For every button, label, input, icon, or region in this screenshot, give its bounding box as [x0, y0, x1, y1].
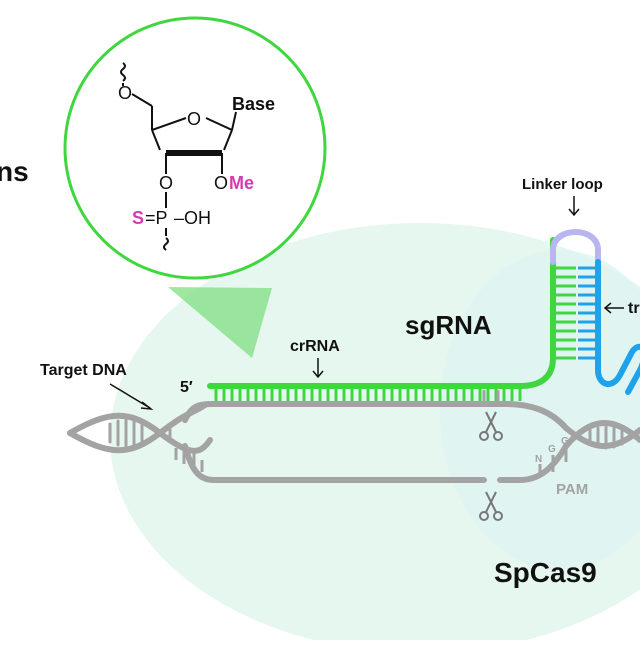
crrna-label: crRNA: [290, 338, 340, 355]
target-rungs: [174, 447, 204, 472]
crrna-strand: [207, 237, 556, 389]
arrow-down-icon-linker: [568, 196, 580, 217]
sgrna-label: sgRNA: [405, 310, 492, 340]
zoom-cone: [168, 287, 272, 358]
crrna-rungs: [214, 389, 522, 401]
tracrrna-strand: [595, 259, 640, 395]
cut-gap-marks: [482, 390, 500, 402]
linker-loop: [550, 229, 601, 265]
target-strand-top: [182, 401, 569, 431]
pam-rungs: [538, 446, 568, 476]
pam-g1: G: [548, 444, 556, 455]
tracr-label-fragment: tr: [628, 300, 640, 317]
squiggle-bond-icon: [120, 62, 126, 82]
arrow-down-icon: [312, 358, 324, 379]
title-fragment: ns: [0, 156, 29, 187]
pam-n: N: [535, 454, 542, 465]
o-top-label: O: [118, 83, 132, 103]
spcas9-label: SpCas9: [494, 557, 597, 588]
s-atom-label: S: [132, 208, 144, 228]
me-label: Me: [229, 173, 254, 193]
dna-helix-right: [563, 420, 640, 450]
o-3prime-label: O: [159, 173, 173, 193]
squiggle-bond-icon-bottom: [163, 237, 169, 251]
target-dna-label: Target DNA: [40, 362, 127, 379]
pam-label: PAM: [556, 481, 588, 498]
p-bond-label: =P: [145, 208, 168, 228]
hairpin-rungs: [556, 266, 576, 360]
target-dna-pointer: [109, 383, 151, 409]
target-dna-pointer-head: [140, 401, 154, 411]
oh-label: –OH: [174, 208, 211, 228]
arrow-left-icon: [603, 302, 624, 314]
linker-loop-label: Linker loop: [522, 176, 603, 193]
magnifier-circle: [63, 16, 327, 280]
tracrrna-rungs: [578, 266, 596, 360]
o-2prime-label: O: [214, 173, 228, 193]
pam-g2: G: [561, 436, 569, 447]
base-label: Base: [232, 94, 275, 114]
scissors-icon-bottom: [479, 491, 503, 521]
nontarget-strand-bottom: [182, 443, 569, 483]
scissors-icon: [479, 411, 503, 441]
ribose-structure: [120, 62, 237, 251]
o-ring-label: O: [187, 109, 201, 129]
five-prime-label: 5′: [180, 379, 193, 396]
